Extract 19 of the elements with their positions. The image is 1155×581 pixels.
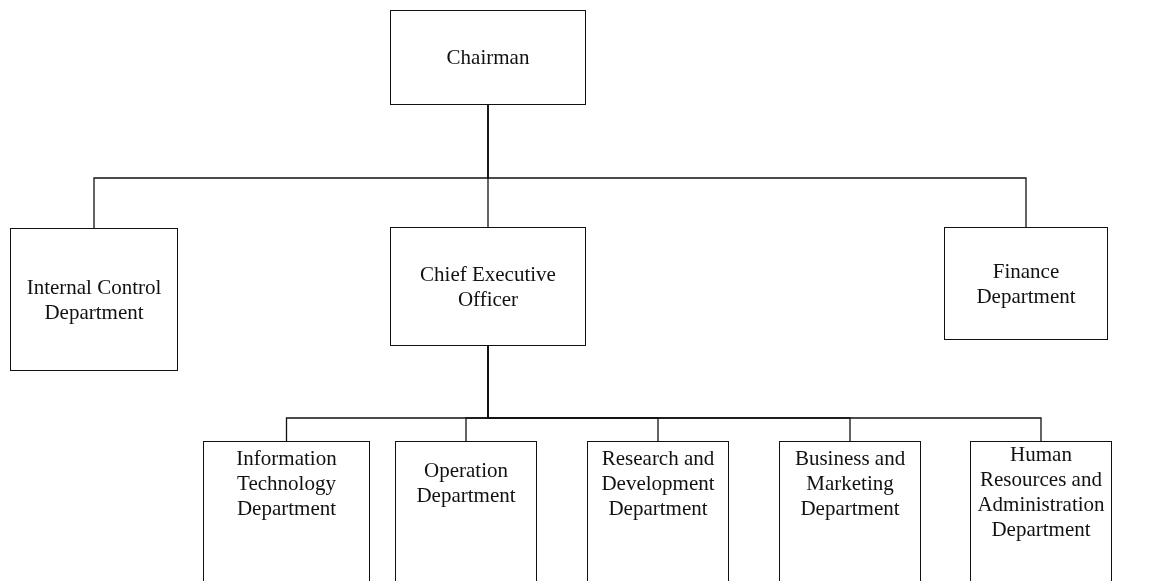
box-label: Human Resources and Administration Department xyxy=(976,442,1106,542)
org-box xyxy=(203,441,370,581)
box-label: Research and Development Department xyxy=(600,446,716,521)
org-box xyxy=(970,441,1112,581)
org-box xyxy=(587,441,729,581)
box-label: Chief Executive Officer xyxy=(419,261,557,312)
org-box xyxy=(779,441,921,581)
box-label: Business and Marketing Department xyxy=(793,446,907,521)
org-box xyxy=(390,10,586,105)
box-label: Information Technology Department xyxy=(235,446,338,521)
org-box xyxy=(10,228,178,371)
box-label: Finance Department xyxy=(975,258,1077,309)
org-box xyxy=(395,441,537,581)
org-box xyxy=(944,227,1108,340)
box-label: Internal Control Department xyxy=(25,274,163,325)
box-label: Chairman xyxy=(446,45,530,70)
connector-line xyxy=(487,104,1027,228)
box-label: Operation Department xyxy=(415,458,517,508)
org-box xyxy=(390,227,586,346)
